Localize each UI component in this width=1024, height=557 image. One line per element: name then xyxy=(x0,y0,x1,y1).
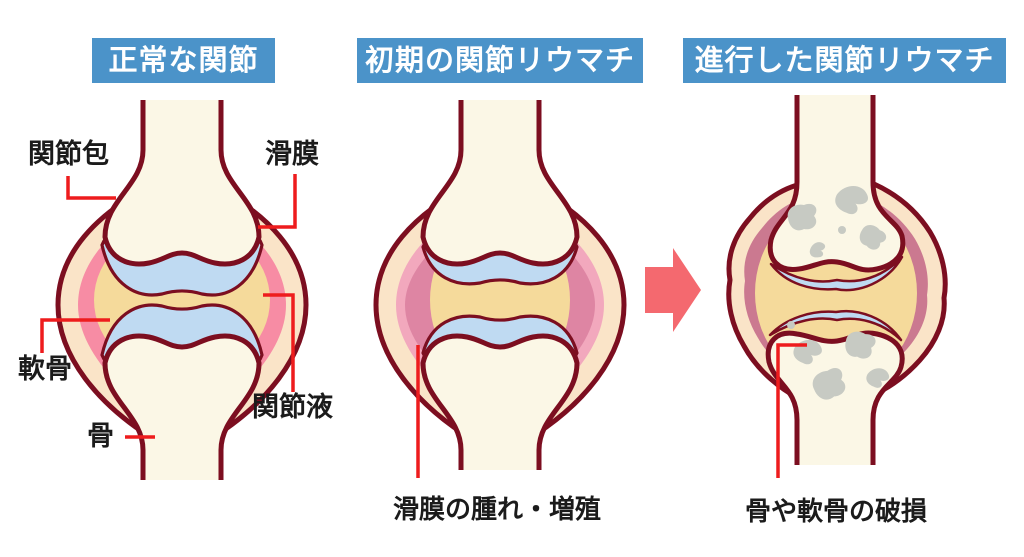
caption-synovium-swelling: 滑膜の腫れ・増殖 xyxy=(392,495,601,525)
upper-cartilage-remnant-shape xyxy=(769,255,904,292)
bone-damage-patch xyxy=(787,203,817,231)
upper-bone-outline xyxy=(420,100,580,267)
bone-damage-patch xyxy=(809,242,826,258)
lower-bone-shape xyxy=(768,332,903,465)
label-synovium: 滑膜 xyxy=(265,139,319,170)
lower-bone-outline xyxy=(102,333,262,480)
callout-line-bone-damage xyxy=(776,343,807,478)
title-normal-joint: 正常な関節 xyxy=(92,38,275,83)
title-advanced-ra: 進行した関節リウマチ xyxy=(683,38,1006,83)
label-bone: 骨 xyxy=(87,421,114,452)
label-cartilage: 軟骨 xyxy=(18,354,72,385)
normal-joint-illustration xyxy=(55,100,309,480)
upper-bone-outline xyxy=(102,100,262,267)
lower-bone-outline xyxy=(420,333,580,470)
lower-bone-outline xyxy=(765,330,905,465)
bone-damage-patch xyxy=(838,226,846,234)
title-early-ra: 初期の関節リウマチ xyxy=(357,38,643,83)
bone-damage-patch xyxy=(866,368,890,388)
callout-line-fluid xyxy=(263,293,295,392)
callout-line-capsule xyxy=(66,176,116,200)
lower-cartilage-remnant-shape xyxy=(768,309,903,342)
callout-line-cartilage xyxy=(40,318,110,353)
bone-damage-patch xyxy=(812,368,846,400)
label-synovial-fluid: 関節液 xyxy=(252,392,333,423)
callout-line-synovium xyxy=(258,174,297,229)
advanced-ra-joint-illustration xyxy=(726,95,948,465)
caption-bone-cartilage-damage: 骨や軟骨の破損 xyxy=(744,497,927,527)
bone-damage-patch xyxy=(845,331,876,359)
right-arrow-icon xyxy=(645,248,701,332)
label-joint-capsule: 関節包 xyxy=(28,139,109,170)
upper-bone-outline xyxy=(767,95,906,273)
bone-damage-patch xyxy=(787,321,795,329)
bone-damage-patches xyxy=(787,186,890,400)
bone-damage-patch xyxy=(835,186,869,215)
early-ra-joint-illustration xyxy=(373,100,627,470)
bone-damage-patch xyxy=(859,225,887,250)
